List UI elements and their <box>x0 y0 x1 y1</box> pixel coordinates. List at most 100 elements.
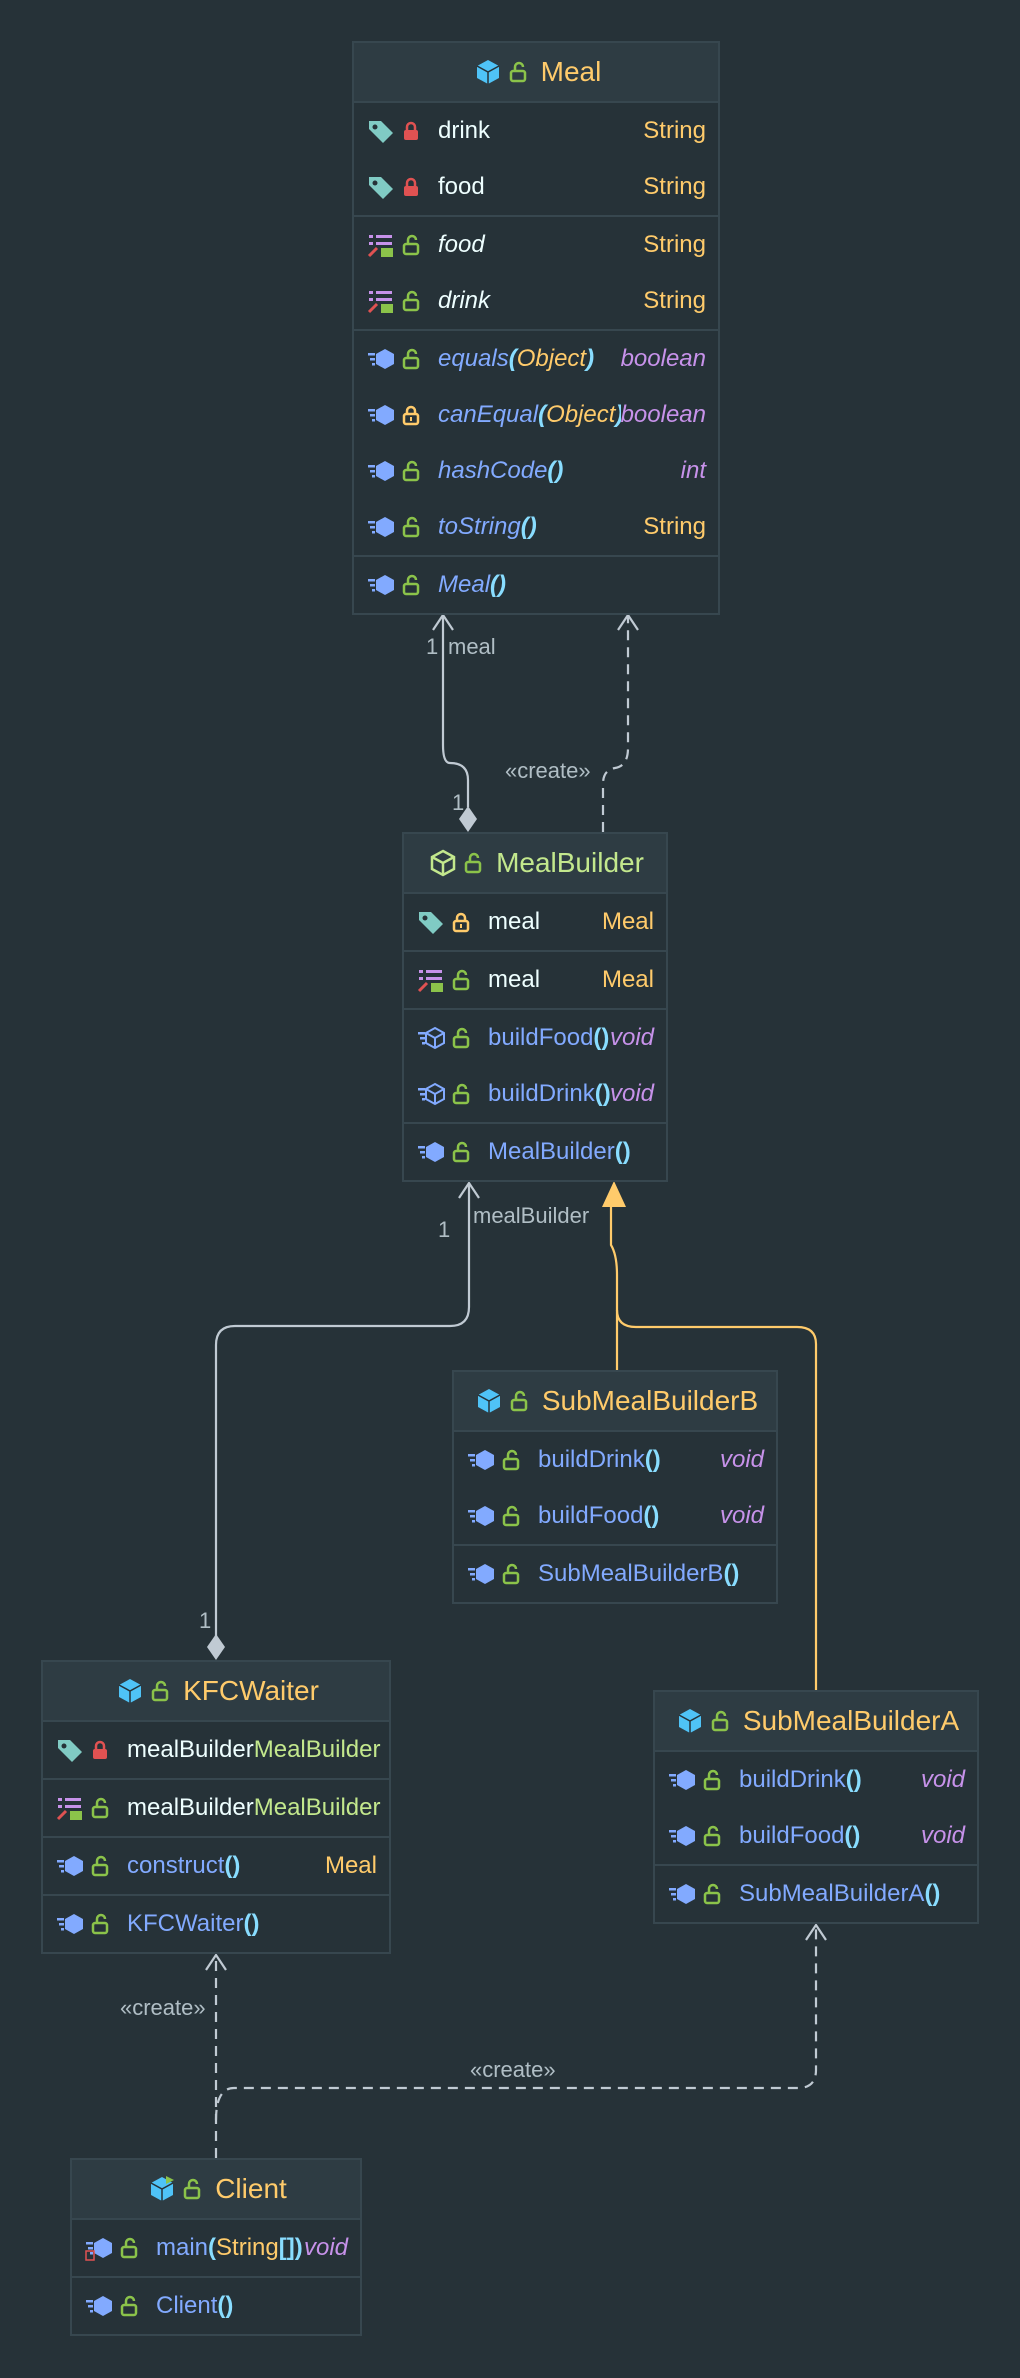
class-header: Meal <box>354 43 718 103</box>
abstract-method-icon <box>414 1077 448 1111</box>
class-name: MealBuilder <box>496 847 644 878</box>
lock-closed-icon <box>398 114 424 148</box>
lock-open-icon <box>398 454 424 488</box>
class-header: KFCWaiter <box>43 1662 389 1722</box>
property-row[interactable]: mealBuilder MealBuilder <box>43 1780 389 1836</box>
constructor-row[interactable]: Meal() <box>354 557 718 613</box>
tag-icon <box>53 1733 87 1767</box>
submealbuildera-create-line <box>214 1925 818 2121</box>
constructor-signature: Meal() <box>438 571 706 599</box>
class-submealbuildera[interactable]: SubMealBuilderA buildDrink() void buildF… <box>653 1690 979 1924</box>
method-name: construct <box>127 1852 225 1879</box>
properties-section: food String drink String <box>354 217 718 331</box>
lock-open-icon <box>448 1135 474 1169</box>
class-client[interactable]: Client main(String[]) void Client() <box>70 2158 362 2336</box>
class-submealbuilderb[interactable]: SubMealBuilderB buildDrink() void buildF… <box>452 1370 778 1604</box>
field-row[interactable]: food String <box>354 159 718 215</box>
property-row[interactable]: food String <box>354 217 718 273</box>
class-name: SubMealBuilderB <box>541 1385 759 1416</box>
constructor-row[interactable]: KFCWaiter() <box>43 1896 389 1952</box>
property-type: String <box>643 231 706 258</box>
method-row[interactable]: buildFood() void <box>655 1808 977 1864</box>
class-icon <box>673 1704 707 1738</box>
runnable-class-icon <box>145 2172 179 2206</box>
methods-section: buildDrink() void buildFood() void <box>454 1432 776 1546</box>
property-row[interactable]: meal Meal <box>404 952 666 1008</box>
class-mealbuilder[interactable]: MealBuilder meal Meal meal Meal buildFoo… <box>402 832 668 1182</box>
method-row[interactable]: buildFood() void <box>454 1488 776 1544</box>
method-row[interactable]: construct() Meal <box>43 1838 389 1894</box>
method-return-type: int <box>680 457 706 484</box>
lock-closed-icon <box>398 170 424 204</box>
constructor-row[interactable]: SubMealBuilderA() <box>655 1866 977 1922</box>
method-signature: hashCode() <box>438 457 681 485</box>
method-return-type: void <box>609 1080 654 1107</box>
constructor-row[interactable]: Client() <box>72 2278 360 2334</box>
methods-section: equals(Object) boolean canEqual(Object) … <box>354 331 718 557</box>
lock-open-icon <box>498 1557 524 1591</box>
constructors-section: Client() <box>72 2278 360 2334</box>
method-icon <box>665 1819 699 1853</box>
method-return-type: boolean <box>620 401 706 428</box>
field-row[interactable]: drink String <box>354 103 718 159</box>
method-return-type: void <box>920 1822 965 1849</box>
method-name: toString <box>438 513 521 540</box>
class-header: SubMealBuilderB <box>454 1372 776 1432</box>
method-icon <box>82 2289 116 2323</box>
method-signature: buildFood() <box>538 1502 720 1530</box>
class-header: MealBuilder <box>404 834 666 894</box>
field-type: String <box>643 117 706 144</box>
lock-open-icon <box>448 1021 474 1055</box>
method-row[interactable]: buildDrink() void <box>454 1432 776 1488</box>
lock-open-icon <box>398 510 424 544</box>
lock-open-icon <box>147 1674 173 1708</box>
meal-create-arrowhead <box>617 613 639 631</box>
method-signature: buildDrink() <box>739 1766 921 1794</box>
lock-open-icon <box>707 1704 733 1738</box>
method-row[interactable]: hashCode() int <box>354 443 718 499</box>
method-row[interactable]: toString() String <box>354 499 718 555</box>
method-signature: buildFood() <box>488 1024 610 1052</box>
method-parens: () <box>643 1502 660 1529</box>
method-row[interactable]: canEqual(Object) boolean <box>354 387 718 443</box>
method-row[interactable]: main(String[]) void <box>72 2220 360 2276</box>
method-parens: () <box>593 1024 610 1051</box>
method-name: buildFood <box>538 1502 644 1529</box>
lock-open-icon <box>699 1877 725 1911</box>
field-row[interactable]: meal Meal <box>404 894 666 950</box>
property-row[interactable]: drink String <box>354 273 718 329</box>
method-open-paren: ( <box>208 2234 217 2261</box>
method-return-type: void <box>609 1024 654 1051</box>
method-row[interactable]: equals(Object) boolean <box>354 331 718 387</box>
constructor-parens: () <box>217 2292 234 2319</box>
mealbuilder-role-label: mealBuilder <box>473 1203 590 1228</box>
meal-create-label: «create» <box>505 758 591 783</box>
method-icon <box>665 1763 699 1797</box>
method-parens: () <box>845 1766 862 1793</box>
field-row[interactable]: mealBuilder MealBuilder <box>43 1722 389 1778</box>
property-name: meal <box>488 966 541 993</box>
tag-icon <box>364 170 398 204</box>
method-row[interactable]: buildDrink() void <box>655 1752 977 1808</box>
lock-open-icon <box>460 846 486 880</box>
constructor-row[interactable]: MealBuilder() <box>404 1124 666 1180</box>
class-kfcwaiter[interactable]: KFCWaiter mealBuilder MealBuilder mealBu… <box>41 1660 391 1954</box>
property-name: mealBuilder <box>127 1794 254 1821</box>
lock-closed-icon <box>87 1733 113 1767</box>
methods-section: buildDrink() void buildFood() void <box>655 1752 977 1866</box>
mealbuilder-multiplicity-source: 1 <box>199 1608 212 1633</box>
method-row[interactable]: buildDrink() void <box>404 1066 666 1122</box>
constructors-section: Meal() <box>354 557 718 613</box>
abstract-class-icon <box>426 846 460 880</box>
method-name: buildFood <box>739 1822 845 1849</box>
mealbuilder-association-line <box>214 1183 471 1646</box>
method-icon <box>414 1135 448 1169</box>
submealbuildera-create-label: «create» <box>470 2057 556 2082</box>
class-meal[interactable]: Meal drink String food String food Strin… <box>352 41 720 615</box>
methods-section: buildFood() void buildDrink() void <box>404 1010 666 1124</box>
method-icon <box>53 1849 87 1883</box>
field-type: MealBuilder <box>253 1736 381 1763</box>
method-parens: () <box>520 513 537 540</box>
constructor-row[interactable]: SubMealBuilderB() <box>454 1546 776 1602</box>
method-row[interactable]: buildFood() void <box>404 1010 666 1066</box>
